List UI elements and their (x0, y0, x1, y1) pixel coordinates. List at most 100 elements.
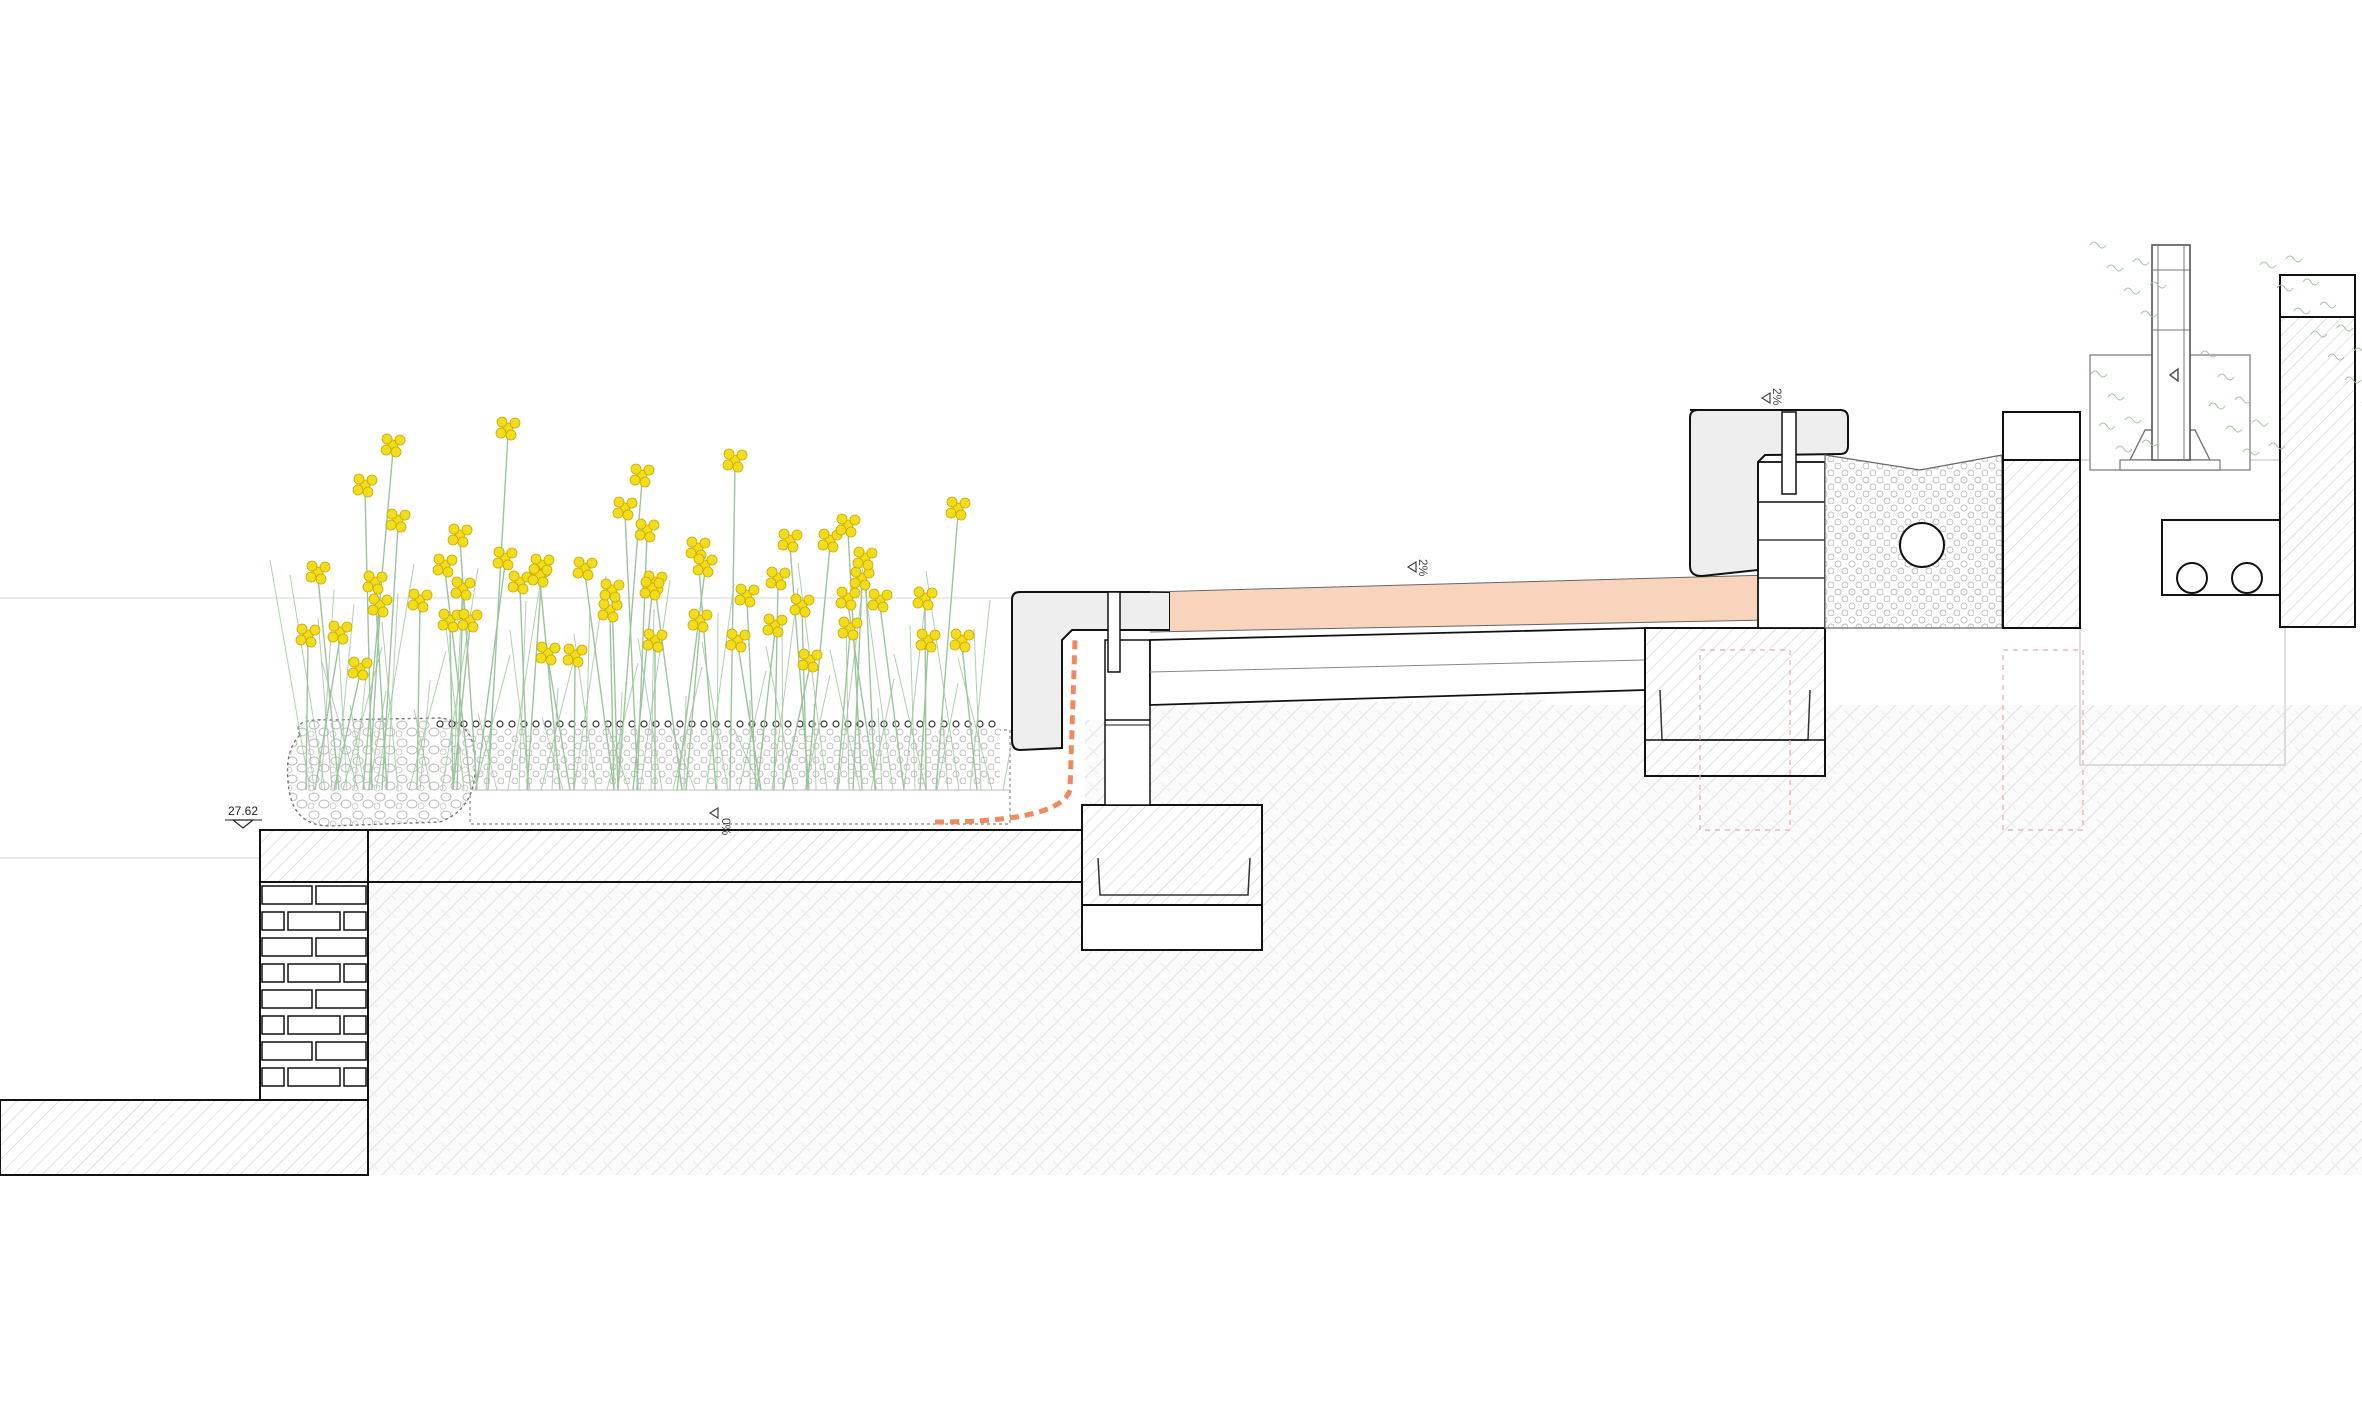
flower-head (586, 557, 598, 569)
flower-cluster (765, 566, 791, 591)
flower-head (697, 621, 709, 633)
grass-blade (829, 649, 861, 791)
grass-stem (452, 625, 471, 791)
ramp-surface (1149, 574, 1771, 633)
brick (261, 911, 285, 931)
flower-head (739, 629, 751, 641)
grass-blade (733, 728, 762, 791)
flower-head (778, 528, 790, 540)
flower-head (438, 608, 450, 620)
hedge-leaf (2098, 422, 2116, 430)
flower-head (305, 636, 317, 648)
grass-blade (781, 616, 784, 791)
grass-stem (624, 513, 639, 791)
flower-head (736, 449, 748, 461)
upper-coping-stone (1689, 409, 1849, 578)
flower-head (642, 639, 654, 651)
grass-blade (518, 600, 527, 791)
flower-head (859, 579, 871, 591)
ghost-foundations (1699, 649, 2084, 831)
flower-head (949, 639, 961, 651)
grass-blade (584, 604, 591, 791)
grass-blade (321, 661, 359, 791)
flower-head (380, 444, 392, 456)
flower-cluster (527, 563, 553, 588)
grass-blade (605, 720, 630, 791)
hedge-leaf (2293, 307, 2311, 315)
flower-head (803, 594, 815, 606)
flower-head (496, 416, 508, 428)
flower-cluster (915, 628, 941, 653)
grass-stem (919, 645, 929, 791)
flower-head (609, 591, 621, 603)
flower-head (629, 474, 641, 486)
flower-head (599, 589, 611, 601)
flower-head (929, 629, 941, 641)
flower-head (626, 497, 638, 509)
drain-hole (700, 720, 708, 728)
brick (343, 911, 367, 931)
flower-cluster (762, 613, 788, 638)
flower-head (849, 514, 861, 526)
flower-head (762, 624, 774, 636)
grass-blade (305, 715, 315, 791)
grass-stem (487, 433, 509, 791)
brick (261, 1015, 285, 1035)
slope-label-ramp: 2% (1416, 559, 1430, 577)
flower-cluster (599, 578, 625, 603)
grass-stem (879, 605, 905, 791)
drain-hole (784, 720, 792, 728)
drain-hole (736, 720, 744, 728)
drain-hole (916, 720, 924, 728)
grass-blade (509, 629, 531, 791)
flower-head (912, 597, 924, 609)
hedge-leaf (2319, 301, 2337, 309)
grass-blade (349, 704, 366, 791)
hedge-sketch (2089, 241, 2362, 456)
flower-head (447, 621, 459, 633)
flower-cluster (295, 623, 321, 648)
slope-label-planter: 0% (719, 818, 733, 836)
grass-blade (541, 716, 564, 791)
flower-cluster (945, 496, 971, 521)
drain-hole (664, 720, 672, 728)
flower-head (732, 461, 744, 473)
flower-head (537, 576, 549, 588)
flower-cluster (367, 593, 393, 618)
flower-head (811, 649, 823, 661)
grass-blade (317, 617, 333, 791)
flower-head (959, 641, 971, 653)
flower-head (366, 474, 378, 486)
grass-stem (364, 490, 373, 791)
grass-blade (617, 691, 623, 791)
flower-head (852, 557, 864, 569)
grass-blade (893, 653, 927, 791)
flower-head (644, 531, 656, 543)
flower-head (528, 563, 540, 575)
flower-head (817, 539, 829, 551)
flower-head (686, 536, 698, 548)
grass-blade (973, 628, 982, 791)
grass-blade (289, 574, 326, 791)
flower-head (543, 554, 555, 566)
grass-blade (335, 603, 355, 791)
grass-blade (957, 657, 993, 791)
flower-head (701, 609, 713, 621)
flower-head (955, 509, 967, 521)
elevation-label: 27.62 (228, 804, 258, 818)
hedge-leaf (2089, 241, 2107, 249)
flower-head (748, 584, 760, 596)
flower-head (576, 644, 588, 656)
flower-head (295, 634, 307, 646)
brick-wall (259, 829, 369, 1101)
brick (261, 989, 313, 1009)
slope-label-top-curb: 2% (1770, 388, 1784, 406)
flower-head (837, 627, 849, 639)
hedge-leaf (2302, 278, 2320, 286)
flower-head (433, 553, 445, 565)
flower-head (836, 586, 848, 598)
grass-blade (701, 641, 729, 791)
flower-head (363, 570, 375, 582)
planter-slab (367, 829, 1084, 883)
hedge-leaf (2141, 439, 2159, 447)
